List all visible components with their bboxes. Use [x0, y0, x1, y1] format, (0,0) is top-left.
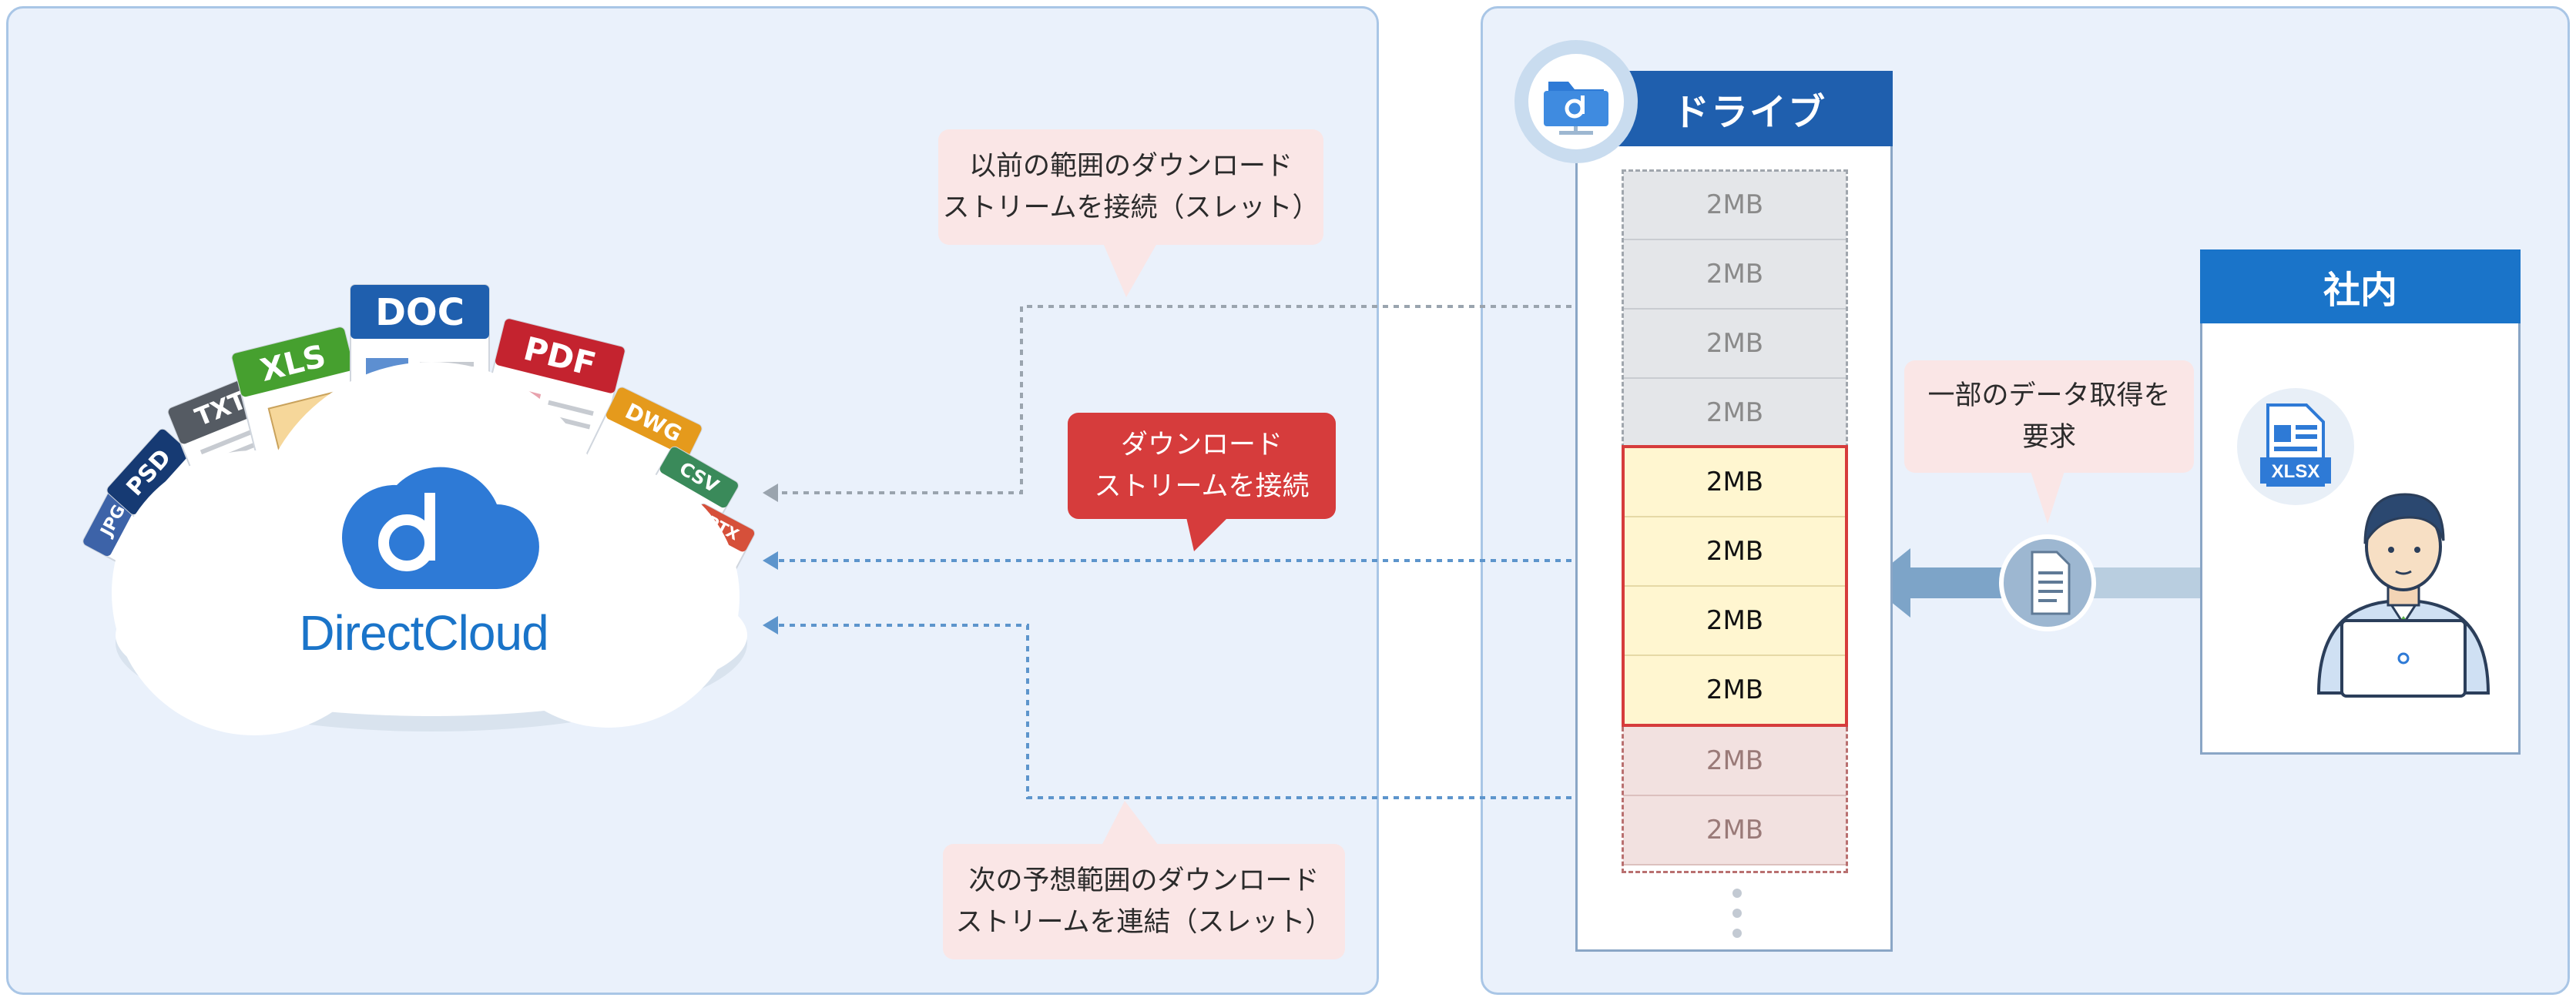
chunk-prev-1: 2MB [1623, 171, 1846, 240]
drive-title: ドライブ [1672, 91, 1826, 134]
callout-prev-range-tail [1103, 243, 1157, 297]
callout-prev-range: 以前の範囲のダウンロード ストリームを接続（スレット） [938, 129, 1323, 245]
current-stream-arrowhead [763, 551, 778, 570]
folder-icon [1544, 82, 1608, 135]
callout-next-range-tail [1102, 801, 1159, 845]
chunk-current-4: 2MB [1623, 656, 1846, 725]
drive-badge [1514, 40, 1638, 163]
chunk-current-2: 2MB [1623, 517, 1846, 587]
brand-name: DirectCloud [299, 605, 548, 661]
callout-connect-text: ダウンロード ストリームを接続 [1094, 430, 1310, 502]
directcloud-logo-icon [342, 467, 539, 590]
chunk-prev-2: 2MB [1623, 240, 1846, 310]
next-stream-arrowhead [763, 616, 778, 634]
callout-next-range: 次の予想範囲のダウンロード ストリームを連結（スレット） [943, 844, 1345, 959]
chunk-current-3: 2MB [1623, 587, 1846, 656]
office-header: 社内 [2200, 249, 2521, 323]
svg-text:XLSX: XLSX [2272, 461, 2320, 482]
callout-request: 一部のデータ取得を 要求 [1904, 360, 2194, 473]
callout-connect: ダウンロード ストリームを接続 [1068, 413, 1336, 519]
svg-text:DOC: DOC [375, 291, 465, 334]
prev-stream-arrowhead [763, 484, 778, 502]
request-arrow-tail [2088, 567, 2200, 598]
xlsx-file-badge: XLSX [2237, 388, 2354, 505]
chunk-current-1: 2MB [1623, 448, 1846, 517]
chunk-next-2: 2MB [1623, 796, 1846, 865]
laptop-icon [2340, 619, 2467, 698]
chunk-prev-4: 2MB [1623, 379, 1846, 448]
prev-stream-line [778, 305, 1625, 494]
chunk-next-1: 2MB [1623, 727, 1846, 796]
callout-prev-range-text: 以前の範囲のダウンロード ストリームを接続（スレット） [942, 151, 1320, 223]
next-stream-line [778, 624, 1625, 799]
more-chunks-ellipsis [1732, 889, 1742, 938]
document-icon [2031, 551, 2071, 615]
chunk-prev-3: 2MB [1623, 310, 1846, 379]
callout-connect-tail [1186, 517, 1228, 551]
callout-request-text: 一部のデータ取得を 要求 [1927, 380, 2171, 453]
callout-next-range-text: 次の予想範囲のダウンロード ストリームを連結（スレット） [955, 865, 1333, 938]
xlsx-file-icon: XLSX [2260, 403, 2331, 487]
office-worker-illustration [2316, 493, 2490, 698]
callout-request-tail [2031, 471, 2064, 524]
